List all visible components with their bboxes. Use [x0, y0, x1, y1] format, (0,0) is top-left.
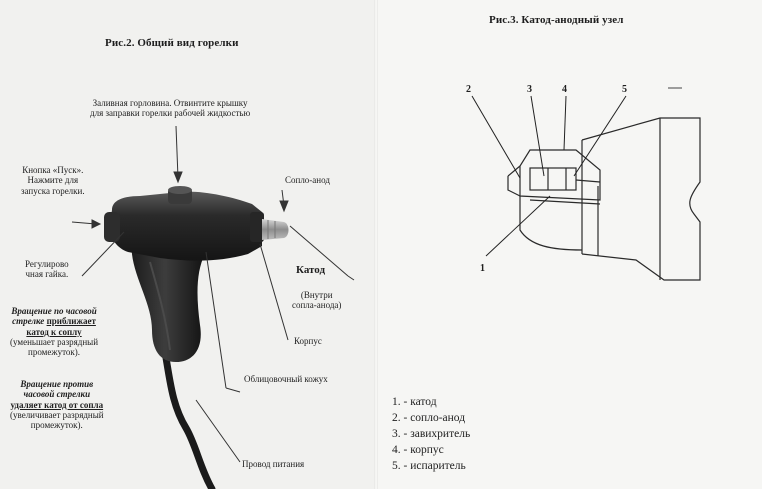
adjust-nut-label: Регулирово чная гайка.: [25, 259, 69, 280]
cladding-label: Облицовочный кожух: [244, 374, 328, 384]
callout-4: 4: [562, 84, 567, 95]
callout-2: 2: [466, 84, 471, 95]
fill-neck-label: Заливная горловина. Отвинтите крышку для…: [90, 98, 251, 119]
body-label: Корпус: [294, 336, 322, 346]
legend-item-3: 3. - завихритель: [392, 428, 471, 440]
callout-leaders: [471, 95, 627, 257]
cathode-label: Катод: [296, 264, 326, 276]
figure-2-title: Рис.2. Общий вид горелки: [105, 37, 239, 49]
figure-3-title: Рис.3. Катод-анодный узел: [489, 14, 624, 26]
cathode-note: (Внутри сопла-анода): [292, 290, 342, 311]
legend-item-2: 2. - сопло-анод: [392, 412, 466, 424]
power-cable-label: Провод питания: [242, 459, 305, 469]
page-fold: [374, 0, 378, 489]
right-page: [376, 0, 762, 489]
barrel-shape: [109, 191, 262, 261]
grip-shape: [131, 238, 206, 362]
callout-1: 1: [480, 263, 485, 274]
power-cable-shape: [161, 348, 216, 489]
legend-item-5: 5. - испаритель: [392, 460, 466, 472]
cathode-anode-drawing: [507, 117, 701, 281]
callout-5: 5: [622, 84, 627, 95]
ccw-rotation-text: Вращение против часовой стрелки удаляет …: [10, 379, 104, 431]
callout-3: 3: [527, 84, 532, 95]
legend-item-1: 1. - катод: [392, 396, 437, 408]
start-button-label: Кнопка «Пуск». Нажмите для запуска горел…: [21, 165, 85, 196]
adjust-nut-shape: [104, 212, 120, 242]
cw-rotation-text: Вращение по часовой стрелке приближает к…: [10, 306, 99, 358]
legend-item-4: 4. - корпус: [392, 444, 444, 456]
nozzle-anode-label: Сопло-анод: [285, 175, 330, 185]
